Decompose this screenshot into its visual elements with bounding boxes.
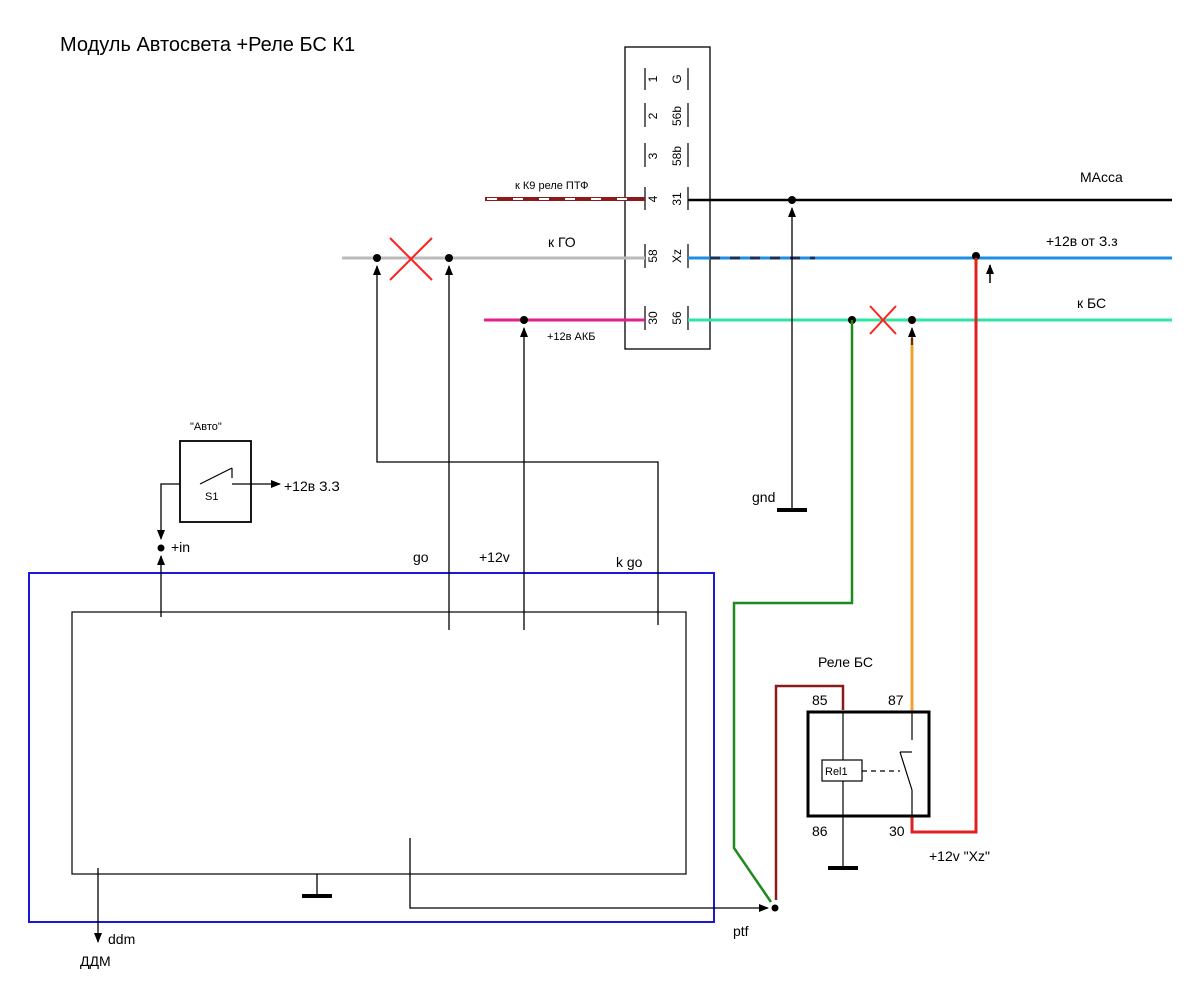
cut-mark-bs — [869, 305, 897, 335]
pin-right-56: 56 — [670, 311, 684, 325]
pin-left-4: 4 — [646, 195, 660, 202]
mass-wire-label: МАсса — [1080, 169, 1123, 185]
relay-pin-86: 86 — [812, 823, 828, 839]
go-label: go — [413, 549, 429, 565]
relay-supply-label: +12v "Xz" — [929, 848, 990, 864]
ptf-out-wire — [409, 838, 769, 912]
module-inner-frame — [71, 611, 687, 875]
module-outer-frame — [28, 572, 715, 923]
relay-pin-87: 87 — [888, 692, 904, 708]
relay-pin-85: 85 — [812, 692, 828, 708]
cut-mark-go — [389, 237, 433, 281]
pin-right-56b: 56b — [670, 106, 684, 126]
relay-box — [806, 710, 931, 870]
switch-title: "Авто" — [190, 421, 222, 433]
pin-left-30: 30 — [646, 311, 660, 325]
pin-left-3: 3 — [646, 152, 660, 159]
pin-left-58: 58 — [646, 249, 660, 263]
pin-right-31: 31 — [670, 192, 684, 206]
kgo-label: k go — [616, 554, 643, 570]
pin-right-g: G — [670, 74, 684, 83]
in-label: +in — [171, 539, 190, 555]
relay-coil-label: Rel1 — [825, 766, 848, 778]
bs-wire-label: к БС — [1077, 295, 1106, 311]
red-wire — [910, 258, 978, 834]
akb-wire-label: +12в АКБ — [547, 331, 596, 343]
in-dot — [157, 544, 165, 552]
pin-right-58b: 58b — [670, 146, 684, 166]
ddm-ru-label: ДДМ — [80, 953, 111, 969]
relay-85-wire — [774, 684, 845, 900]
pin-left-2: 2 — [646, 112, 660, 119]
pin-left-1: 1 — [646, 75, 660, 82]
gnd-label: gnd — [752, 489, 775, 505]
go-wire-label: к ГО — [548, 234, 576, 250]
v12-label: +12v — [479, 549, 510, 565]
switch-output-label: +12в З.З — [284, 478, 340, 494]
junction-dots — [373, 196, 980, 324]
ptf-dot — [771, 904, 779, 912]
switch-name: S1 — [205, 491, 218, 503]
switch-input-wire — [157, 483, 180, 540]
auto-switch — [179, 440, 252, 523]
pin-right-xz: Xz — [670, 249, 684, 263]
relay-pin-30: 30 — [889, 823, 905, 839]
kgo-wire — [373, 265, 659, 625]
ptf-relay-label: к К9 реле ПТФ — [515, 180, 589, 192]
ddm-label: ddm — [108, 931, 135, 947]
ignition-wire-label: +12в от З.з — [1046, 233, 1118, 249]
relay-title: Реле БС — [818, 654, 873, 670]
diagram-title: Модуль Автосвета +Реле БС К1 — [60, 34, 355, 56]
ptf-label: ptf — [733, 923, 749, 939]
green-wire — [732, 320, 854, 903]
